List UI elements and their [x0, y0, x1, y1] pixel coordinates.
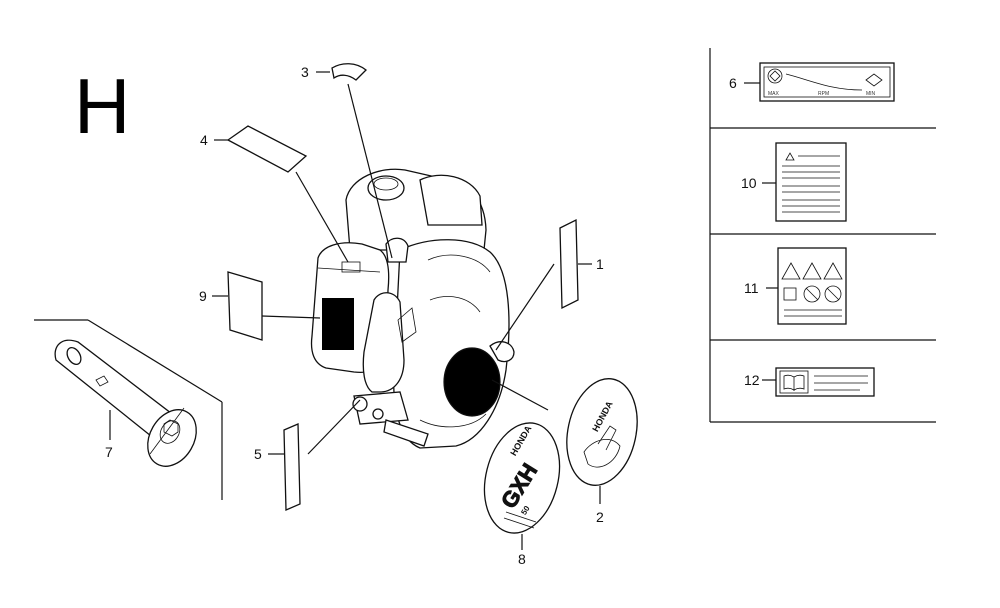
part-7-plug-wrench: [34, 319, 223, 500]
air-cleaner-label-area: [322, 298, 354, 350]
callout-8: 8: [518, 551, 526, 567]
engine-body: [310, 168, 515, 449]
callout-9: 9: [199, 288, 207, 304]
label-panel: [709, 48, 936, 423]
section-letter: H: [74, 62, 130, 150]
callout-1: 1: [596, 256, 604, 272]
part-3-decal: [331, 63, 367, 81]
part-5-decal: [283, 423, 301, 511]
throttle-label: MAX RPM MIN: [759, 62, 895, 102]
callout-7: 7: [105, 444, 113, 460]
callout-4: 4: [200, 132, 208, 148]
callout-5: 5: [254, 446, 262, 462]
part-9-decal: [227, 271, 263, 341]
callout-6: 6: [729, 75, 737, 91]
part-4-decal: [226, 125, 308, 173]
part-8-gxh-emblem: HONDA GXH 50: [483, 422, 561, 534]
safety-pictogram-label: [777, 247, 847, 325]
part-1-decal: [559, 218, 579, 310]
callout-3: 3: [301, 64, 309, 80]
part-2-honda-emblem: HONDA: [566, 378, 638, 486]
warning-label: [775, 142, 847, 222]
callout-11: 11: [744, 280, 759, 296]
callout-10: 10: [741, 175, 757, 191]
callout-2: 2: [596, 509, 604, 525]
label6-max: MAX: [768, 91, 780, 97]
label6-min: MIN: [866, 91, 876, 97]
manual-label: [775, 367, 875, 397]
callout-12: 12: [744, 372, 760, 388]
recoil-starter-cover: [443, 347, 501, 417]
label6-rpm: RPM: [818, 91, 829, 97]
